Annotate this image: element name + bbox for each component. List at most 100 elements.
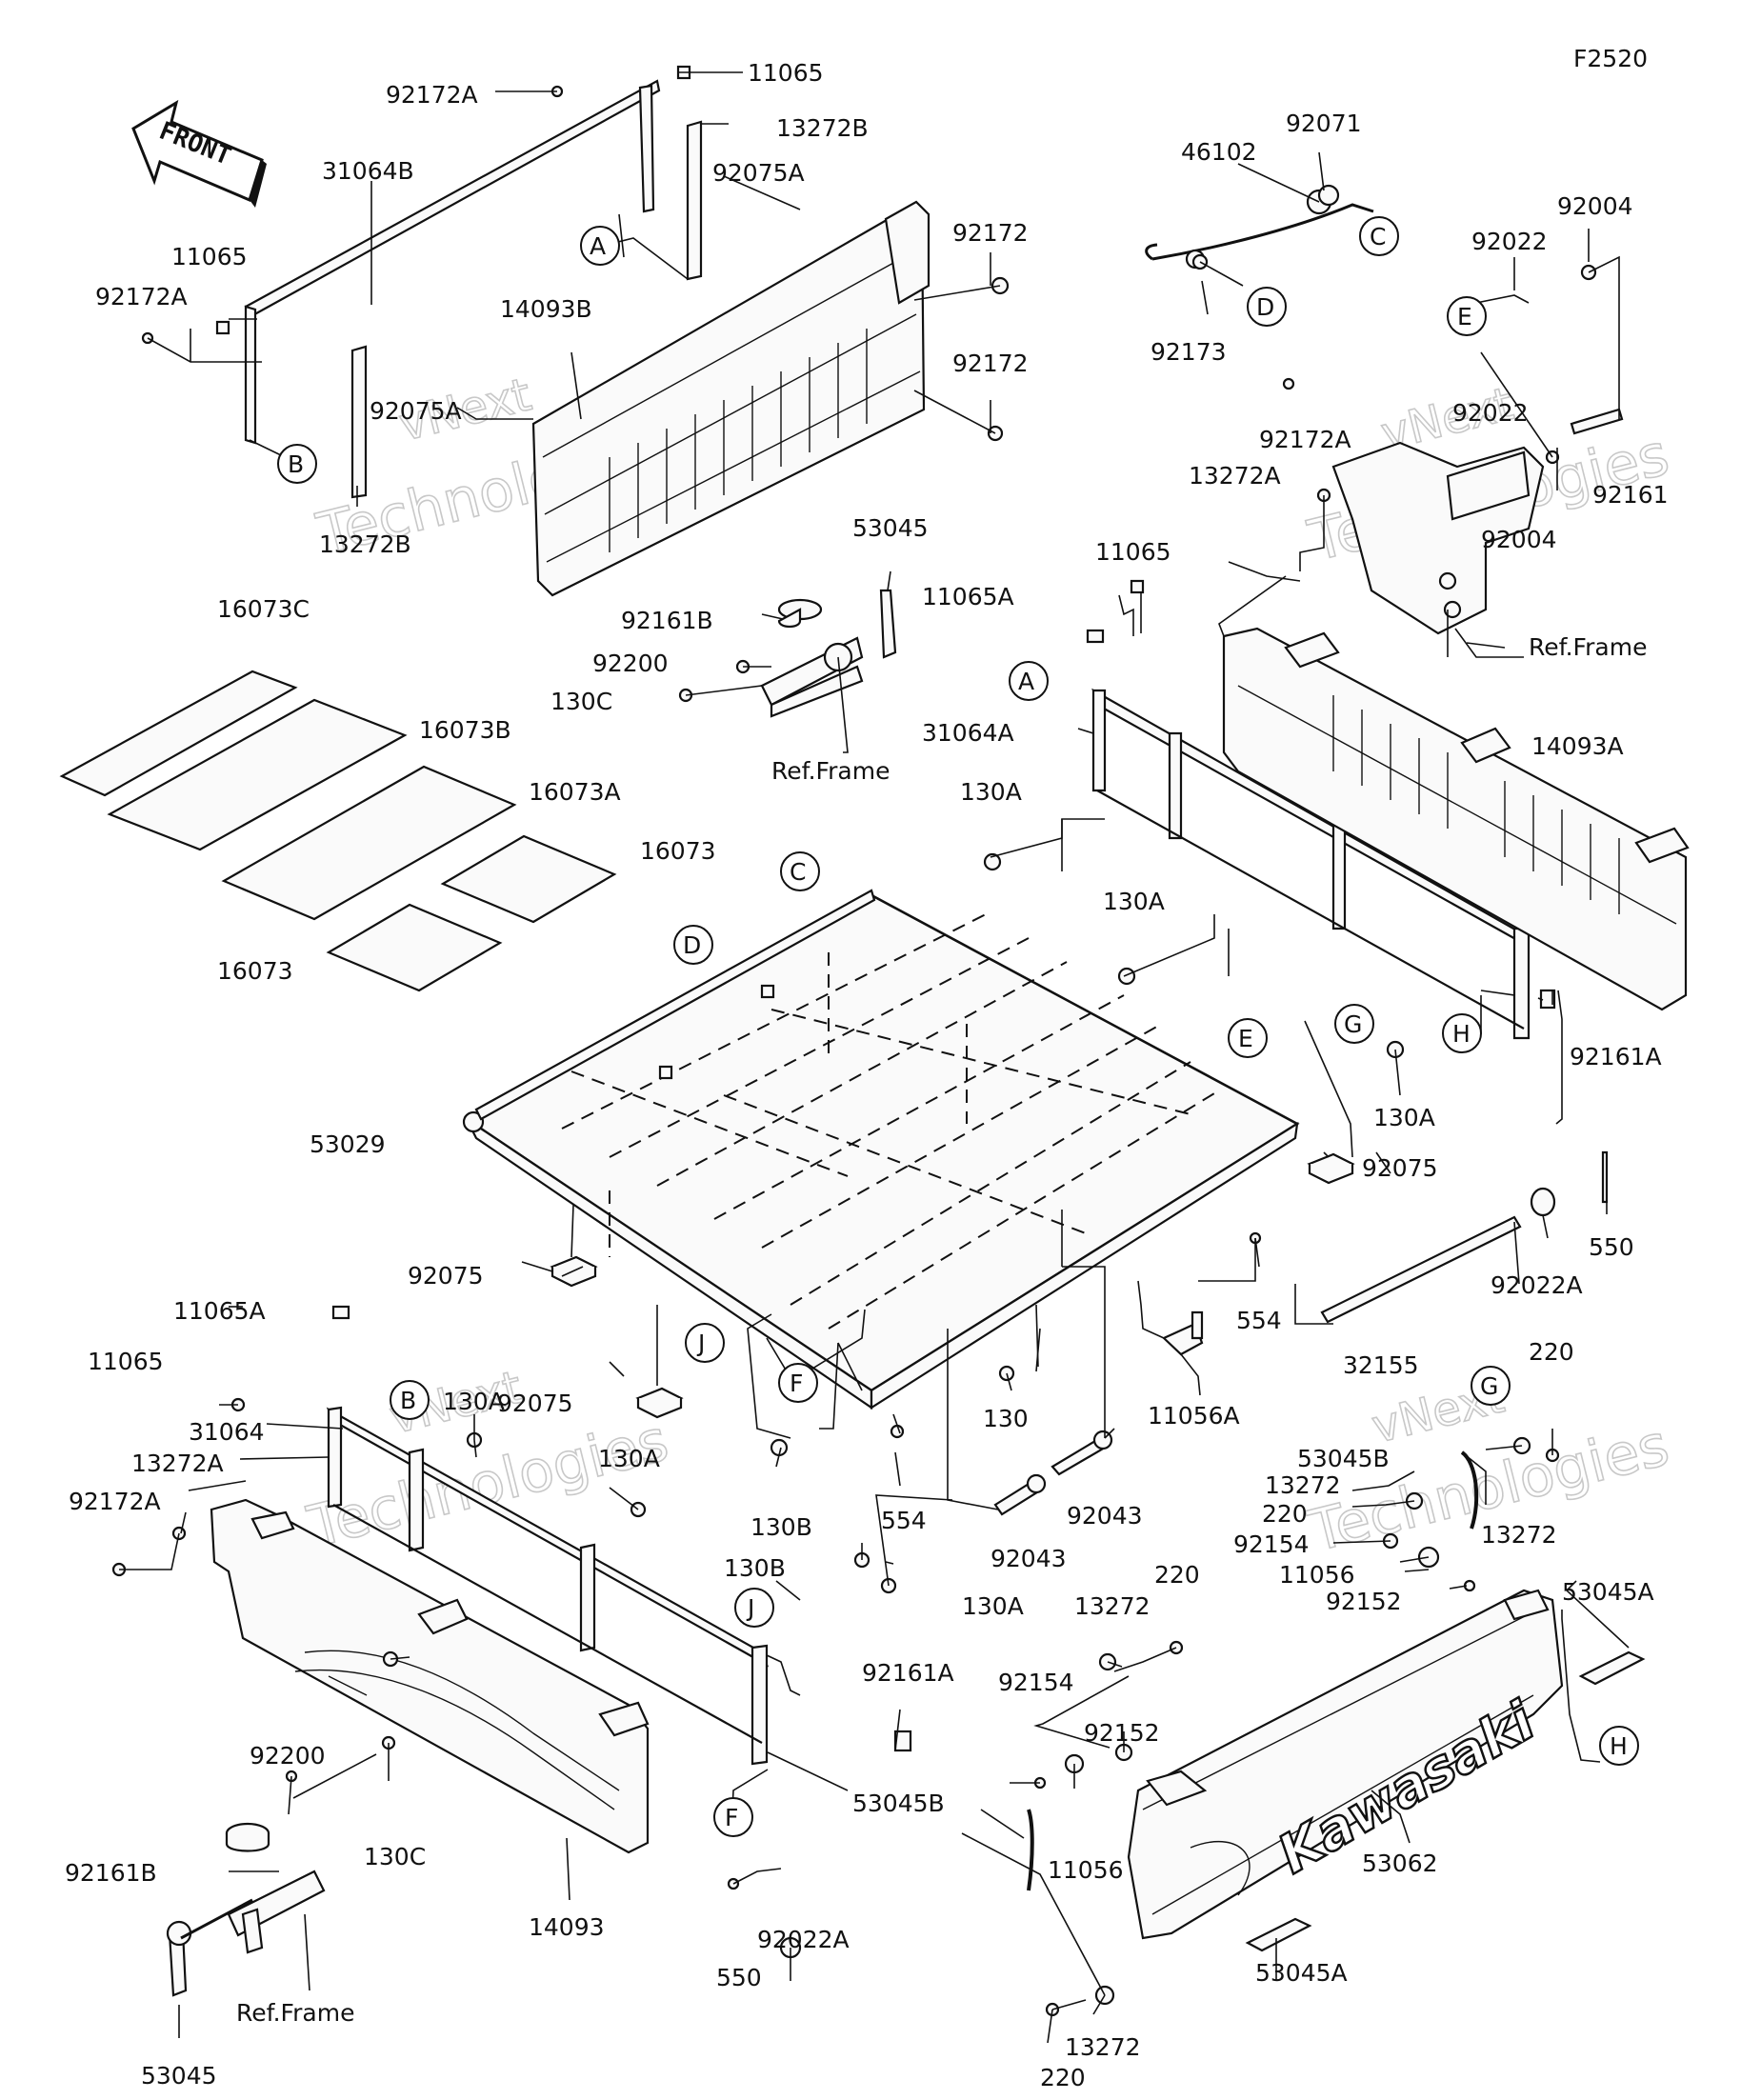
part-label: 92004 (1481, 526, 1557, 553)
part-label: 92043 (991, 1545, 1067, 1572)
part-label: 92154 (1233, 1530, 1310, 1558)
part-label: 11056 (1279, 1561, 1355, 1589)
part-label: 92022A (757, 1926, 850, 1953)
part-label: 13272A (131, 1450, 224, 1477)
mat-16073C (59, 670, 298, 797)
part-label: 31064A (922, 719, 1014, 747)
part-label: 92152 (1084, 1719, 1160, 1747)
part-label: Ref.Frame (1529, 633, 1647, 661)
clip-11056A (1162, 1310, 1204, 1356)
callout-F-bottom: F (713, 1797, 753, 1837)
callout-J-bottom: J (734, 1588, 774, 1628)
latch-53045-bottom (166, 1822, 326, 1997)
part-label: 13272A (1189, 462, 1281, 490)
part-label: 92161A (862, 1659, 954, 1687)
mat-16073A (221, 765, 517, 921)
part-label: 554 (881, 1507, 927, 1534)
part-label: 130C (550, 688, 612, 715)
part-label: Ref.Frame (771, 757, 890, 785)
part-label: 550 (1589, 1233, 1634, 1261)
part-label: 11065A (922, 583, 1014, 610)
latch-53045-top (760, 589, 897, 718)
diagram-id: F2520 (1573, 45, 1648, 72)
pads-92075 (550, 1152, 1355, 1419)
part-label: 11065 (1095, 538, 1171, 566)
part-label: 53045B (852, 1790, 945, 1817)
callout-E-top: E (1447, 296, 1487, 336)
mat-16073-left (326, 903, 503, 992)
callout-A-mid: A (1009, 661, 1049, 701)
part-label: 92161B (65, 1859, 157, 1887)
part-label: 53045 (141, 2062, 217, 2090)
part-label: 92075 (497, 1390, 573, 1417)
part-label: 53062 (1362, 1850, 1438, 1877)
part-label: 13272B (319, 530, 411, 558)
part-label: 92152 (1326, 1588, 1402, 1615)
part-label: 130 (983, 1405, 1029, 1432)
part-label: 92075A (712, 159, 805, 187)
panel-ribs (609, 329, 868, 552)
deck-53029 (462, 889, 1300, 1410)
part-label: 92172 (952, 350, 1029, 377)
callout-letter: C (1370, 223, 1386, 250)
panel-14093A (1222, 627, 1690, 1011)
callout-letter: C (790, 858, 806, 886)
part-label: 220 (1040, 2064, 1086, 2091)
part-label: 220 (1529, 1338, 1574, 1366)
callout-letter: A (590, 232, 606, 260)
panel-ribs (1332, 695, 1620, 914)
callout-H-mid: H (1442, 1013, 1482, 1053)
part-labels: 11065 92172A 13272B 31064B 92075A 11065 … (65, 59, 1669, 2091)
part-label: 92200 (592, 650, 669, 677)
part-label: 130A (1103, 888, 1165, 915)
callout-B-top: B (277, 444, 317, 484)
callout-letter: E (1457, 303, 1472, 330)
callout-D-top: D (1247, 287, 1287, 327)
part-label: 92172 (952, 219, 1029, 247)
part-label: 92172A (1259, 426, 1351, 453)
part-label: 31064 (189, 1418, 265, 1446)
part-label: 11056 (1048, 1856, 1124, 1884)
callout-letter: E (1238, 1025, 1253, 1052)
frame-bracket-upper-right (1331, 408, 1624, 635)
callout-J-mid: J (685, 1323, 725, 1363)
part-label: 16073B (419, 716, 511, 744)
part-label: 32155 (1343, 1351, 1419, 1379)
mat-16073-right (440, 834, 617, 924)
callout-letter: J (696, 1330, 705, 1357)
cable-46102 (1145, 189, 1374, 270)
part-label: 11065A (173, 1297, 266, 1325)
part-label: 130B (750, 1513, 812, 1541)
rail-31064B (215, 65, 703, 499)
part-label: 92172A (69, 1488, 161, 1515)
part-label: 92172A (95, 283, 188, 310)
part-label: 92071 (1286, 110, 1362, 137)
panel-14093B (531, 200, 931, 597)
part-label: 92075A (370, 397, 462, 425)
callout-letter: B (400, 1387, 416, 1414)
callout-E-mid: E (1228, 1018, 1268, 1058)
part-label: 14093 (529, 1913, 605, 1941)
part-label: 16073 (640, 837, 716, 865)
callout-F-mid: F (778, 1363, 818, 1403)
callout-D-mid: D (673, 925, 713, 965)
part-label: 130A (443, 1388, 505, 1415)
part-label: 13272 (1065, 2033, 1141, 2061)
callout-letter: H (1610, 1732, 1628, 1760)
callout-G-mid: G (1334, 1004, 1374, 1044)
callout-letter: G (1480, 1372, 1498, 1400)
callout-letter: F (725, 1804, 738, 1831)
callout-letter: B (288, 450, 304, 478)
part-label: 31064B (322, 157, 414, 185)
callout-G-bottom: G (1471, 1366, 1511, 1406)
front-arrow-icon: FRONT (131, 99, 267, 208)
part-label: 16073C (217, 595, 310, 623)
rod-32155 (1320, 1150, 1609, 1324)
callout-letter: A (1018, 668, 1034, 695)
part-label: 92161 (1592, 481, 1669, 509)
part-label: 53045A (1562, 1578, 1654, 1606)
part-label: 92161B (621, 607, 713, 634)
part-label: 92043 (1067, 1502, 1143, 1530)
mat-16073B (107, 698, 408, 851)
